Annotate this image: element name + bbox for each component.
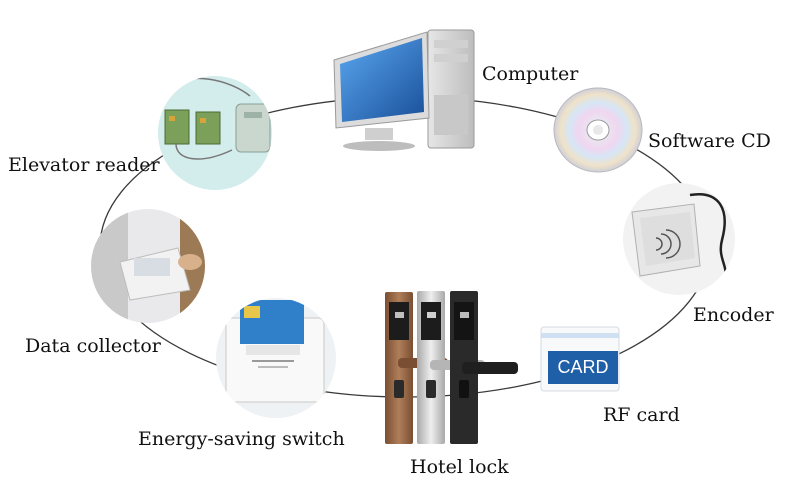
data-collector-image bbox=[91, 209, 205, 323]
software-cd-image bbox=[553, 87, 643, 173]
elevator-reader-image bbox=[158, 76, 272, 190]
label-elevator-reader: Elevator reader bbox=[8, 154, 160, 176]
encoder-image bbox=[623, 183, 735, 295]
label-energy-saving-switch: Energy-saving switch bbox=[138, 428, 345, 450]
label-computer: Computer bbox=[482, 63, 579, 85]
label-data-collector: Data collector bbox=[25, 335, 161, 357]
energy-saving-switch-image bbox=[216, 298, 336, 418]
label-rf-card: RF card bbox=[603, 404, 680, 426]
label-software-cd: Software CD bbox=[648, 130, 771, 152]
label-hotel-lock: Hotel lock bbox=[410, 456, 509, 478]
computer-image bbox=[333, 29, 475, 151]
rf-card-image bbox=[540, 326, 620, 392]
label-encoder: Encoder bbox=[693, 304, 774, 326]
hotel-lock-image bbox=[385, 291, 518, 444]
card-text: CARD bbox=[557, 357, 608, 377]
